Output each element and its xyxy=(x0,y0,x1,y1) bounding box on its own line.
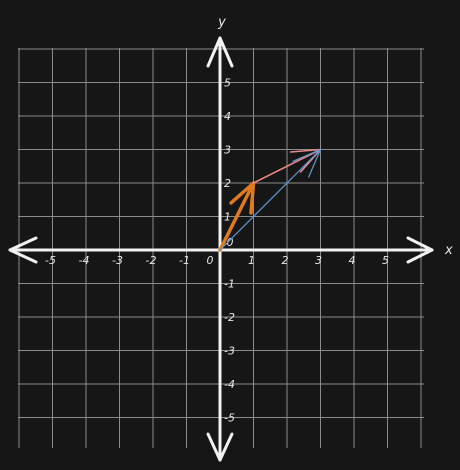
x-tick-label: -5 xyxy=(45,254,56,267)
vectors xyxy=(218,148,322,252)
x-tick-label: 5 xyxy=(382,254,389,267)
x-tick-label: -2 xyxy=(146,254,157,267)
tick-labels: -5 -4 -3 -2 -1 0 1 2 3 4 5 5 4 3 2 1 0 -1 -2 -3 -4 -5 xyxy=(45,77,389,425)
x-axis-arrow-left-icon xyxy=(8,236,38,264)
vector-arrowhead-icon xyxy=(292,148,322,178)
vector-shaft xyxy=(252,148,322,184)
y-axis-arrow-down-icon xyxy=(206,432,234,462)
y-tick-label: -5 xyxy=(224,412,235,425)
y-tick-label: -3 xyxy=(224,345,235,358)
y-tick-label: -1 xyxy=(224,278,235,291)
y-tick-label: 2 xyxy=(224,177,231,190)
y-tick-label: 1 xyxy=(224,211,231,224)
y-tick-label: -4 xyxy=(224,378,235,391)
x-tick-label: -3 xyxy=(112,254,123,267)
x-tick-label: 2 xyxy=(282,254,289,267)
x-tick-label: 1 xyxy=(248,254,255,267)
y-tick-label: 3 xyxy=(224,144,231,157)
x-tick-label: -1 xyxy=(179,254,190,267)
y-tick-label: 0 xyxy=(227,236,234,249)
x-tick-label: 4 xyxy=(349,254,356,267)
y-axis-label: y xyxy=(217,15,226,30)
vector-3 xyxy=(219,148,322,251)
y-tick-label: 5 xyxy=(224,77,231,90)
x-tick-label: 3 xyxy=(315,254,322,267)
vector-shaft xyxy=(218,181,256,252)
y-axis-arrow-up-icon xyxy=(206,36,234,68)
vector-shaft xyxy=(219,148,322,251)
x-tick-label: -4 xyxy=(79,254,90,267)
y-tick-label: -2 xyxy=(224,311,235,324)
x-axis-label: x xyxy=(444,243,453,258)
x-axis-arrow-right-icon xyxy=(406,236,434,264)
x-tick-label: 0 xyxy=(207,254,214,267)
y-tick-label: 4 xyxy=(224,110,231,123)
